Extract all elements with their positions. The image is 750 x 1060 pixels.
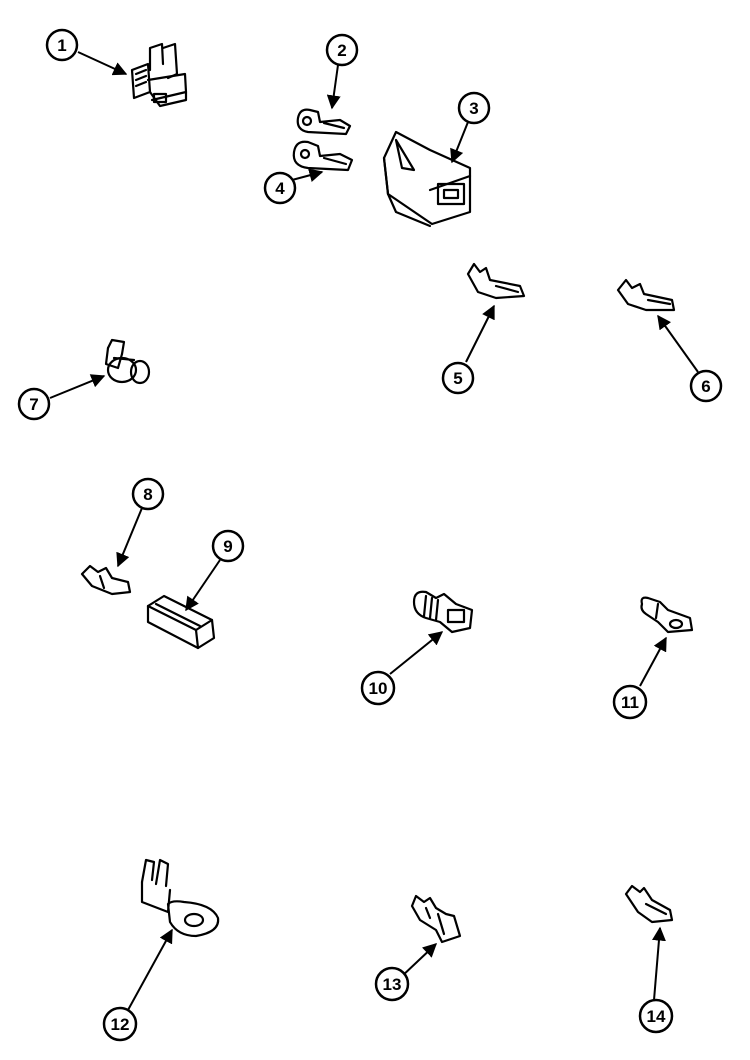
svg-text:12: 12 [111, 1015, 130, 1034]
callout-8: 8 [131, 477, 165, 511]
svg-text:9: 9 [223, 537, 232, 556]
callout-1: 1 [45, 28, 79, 62]
spade-terminal-icon [466, 262, 526, 300]
leader-line [657, 314, 699, 373]
callout-9: 9 [211, 529, 245, 563]
spade-terminal-icon [616, 278, 676, 312]
svg-text:7: 7 [29, 395, 38, 414]
small-terminal-icon [80, 564, 132, 596]
svg-text:8: 8 [143, 485, 152, 504]
connector-clip-icon [292, 140, 354, 172]
connector-clip-icon [296, 108, 352, 136]
callout-number: 1 [57, 36, 66, 55]
leader-line [639, 636, 667, 687]
callout-6: 6 [689, 369, 723, 403]
connector-housing-icon [382, 130, 472, 228]
callout-10: 10 [360, 670, 396, 706]
svg-text:11: 11 [621, 693, 639, 712]
leader-line [185, 559, 221, 612]
leader-line [291, 168, 324, 183]
svg-text:3: 3 [469, 99, 478, 118]
callout-5: 5 [441, 361, 475, 395]
svg-text:14: 14 [647, 1007, 666, 1026]
leader-line [116, 507, 143, 568]
callout-11: 11 [612, 684, 648, 720]
ring-terminal-icon [140, 858, 220, 938]
insulator-sleeve-icon [146, 594, 216, 650]
callout-2: 2 [325, 33, 359, 67]
callout-7: 7 [17, 387, 51, 421]
svg-text:10: 10 [369, 679, 388, 698]
leader-line [77, 51, 128, 76]
callout-14: 14 [638, 998, 674, 1034]
leader-line [127, 928, 173, 1011]
crimp-terminal-icon [410, 894, 462, 944]
leader-line [465, 304, 495, 363]
svg-text:2: 2 [337, 41, 346, 60]
quick-connect-icon [640, 596, 694, 634]
terminal-block-icon [130, 42, 188, 108]
svg-text:6: 6 [701, 377, 710, 396]
leader-line [49, 374, 106, 399]
leader-line [450, 121, 469, 164]
svg-text:4: 4 [275, 179, 285, 198]
svg-text:5: 5 [453, 369, 462, 388]
crimp-terminal-icon [624, 884, 674, 924]
callout-4: 4 [263, 171, 297, 205]
leader-line [326, 64, 341, 110]
leader-line [651, 926, 666, 1001]
wire-nut-icon [104, 338, 151, 385]
svg-text:13: 13 [383, 975, 402, 994]
leader-line [399, 943, 438, 979]
leader-line [389, 631, 444, 675]
callout-12: 12 [102, 1006, 138, 1042]
insulated-terminal-icon [412, 590, 474, 634]
callout-13: 13 [374, 966, 410, 1002]
callout-3: 3 [457, 91, 491, 125]
